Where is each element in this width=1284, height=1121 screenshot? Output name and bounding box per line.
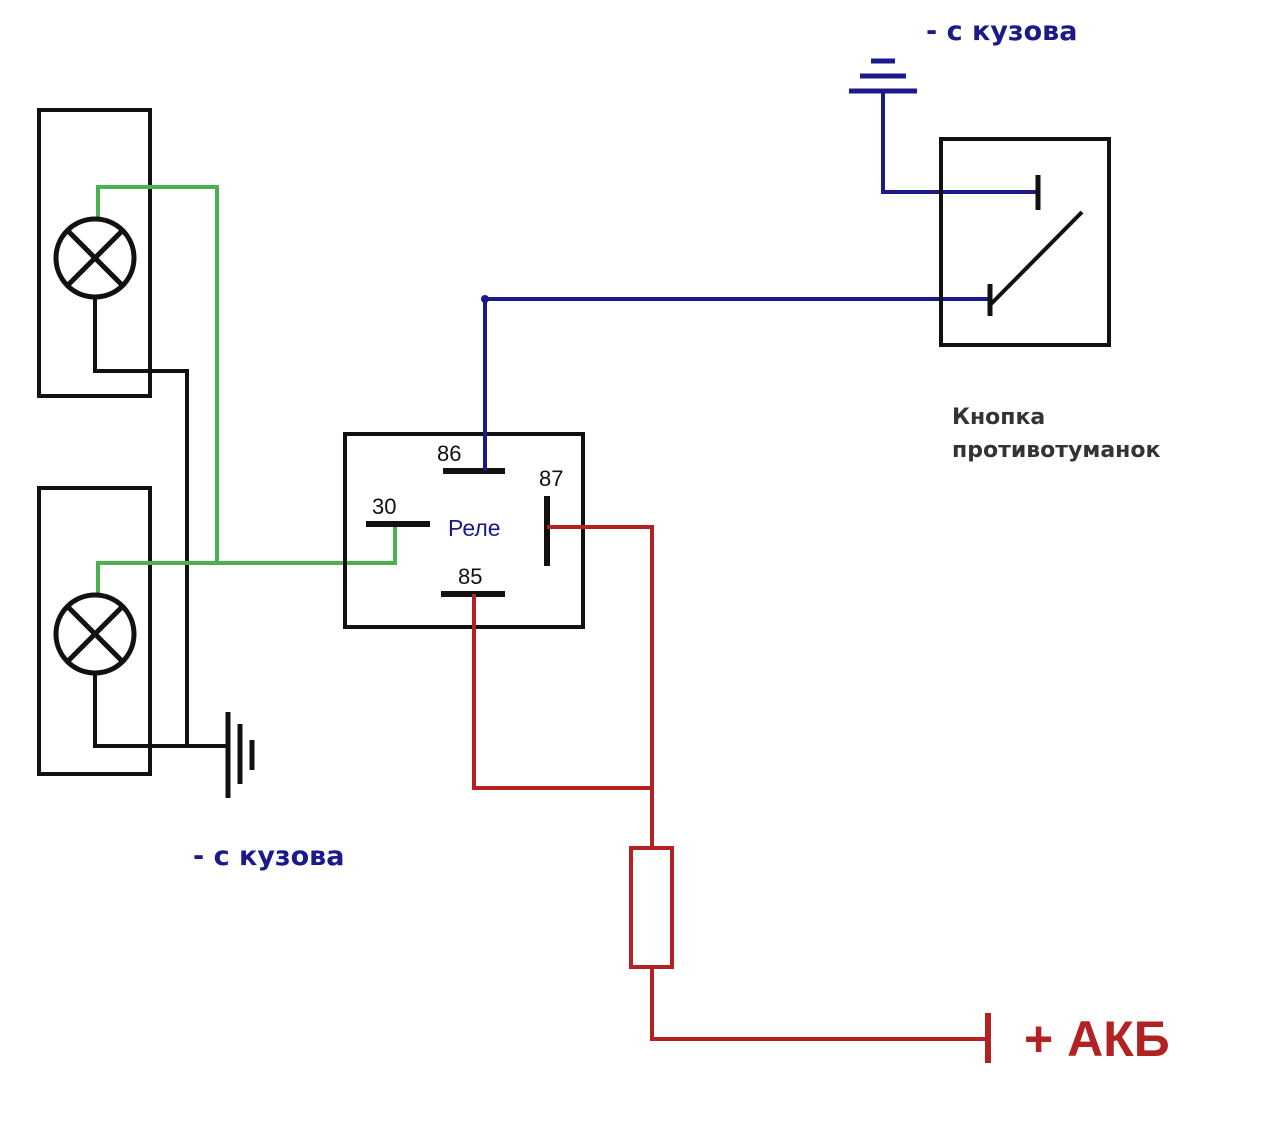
button-label-line2: противотуманок [952, 438, 1160, 463]
button-label-line1: Кнопка [952, 405, 1045, 430]
wire-green-lamp-bottom-to-relay30 [96, 524, 397, 596]
wire-junction-dot [481, 295, 489, 303]
fuse [629, 846, 674, 969]
pin-label-85: 85 [458, 564, 482, 589]
wire-black-lamp-bottom-ground [93, 673, 228, 748]
fog-lamp-housing-bottom [37, 486, 152, 776]
pin-label-30: 30 [372, 494, 396, 519]
fog-light-button-box [939, 137, 1111, 347]
wire-black-lamp-top-ground [93, 297, 189, 746]
wire-red-relay87 [547, 525, 654, 848]
switch-lever [988, 210, 1084, 307]
pin-label-86: 86 [437, 441, 461, 466]
fog-lamp-housing-top [37, 108, 152, 398]
wire-red-relay85 [472, 594, 652, 790]
lamp-icon-bottom [53, 592, 137, 676]
wire-blue-relay86-to-button [483, 297, 990, 471]
relay-label: Реле [448, 515, 501, 541]
ground-label-top: - с кузова [926, 16, 1077, 47]
wire-green-lamp-top [96, 185, 219, 563]
ground-symbol-top [849, 58, 917, 94]
wire-red-fuse-to-battery [650, 967, 988, 1041]
lamp-icon-top [53, 216, 137, 300]
relay-box [343, 432, 585, 629]
battery-label: + АКБ [1024, 1011, 1170, 1067]
ground-label-bottom: - с кузова [193, 841, 344, 872]
wire-blue-ground-to-button [881, 93, 1038, 194]
pin-label-87: 87 [539, 466, 563, 491]
ground-symbol-bottom [225, 712, 255, 798]
